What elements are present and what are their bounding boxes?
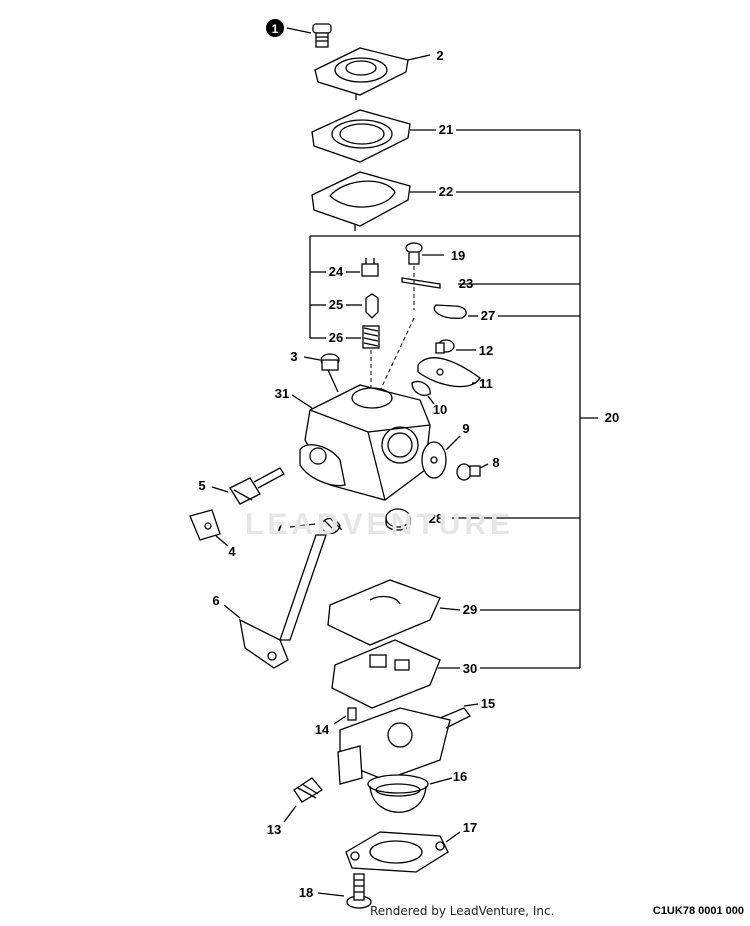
part-22-gasket bbox=[311, 171, 411, 231]
part-14-pin bbox=[347, 707, 357, 721]
callout-label-9: 9 bbox=[462, 421, 469, 436]
part-27-small-gasket bbox=[433, 304, 467, 319]
callout-label-15: 15 bbox=[481, 696, 495, 711]
callout-label-23: 23 bbox=[459, 276, 473, 291]
callout-label-10: 10 bbox=[433, 402, 447, 417]
callout-label-16: 16 bbox=[453, 769, 467, 784]
part-21-diaphragm bbox=[311, 109, 411, 163]
callout-label-12: 12 bbox=[479, 343, 493, 358]
part-4-lever bbox=[189, 509, 221, 541]
part-8-screw bbox=[456, 463, 481, 481]
part-6-throttle-shaft bbox=[239, 534, 327, 669]
callout-label-29: 29 bbox=[463, 602, 477, 617]
part-1-screw bbox=[312, 23, 332, 48]
part-2-pump-cover bbox=[314, 47, 409, 100]
diagram-code: C1UK78 0001 000 bbox=[652, 905, 744, 917]
callout-label-24: 24 bbox=[329, 264, 344, 279]
callout-label-21: 21 bbox=[439, 122, 453, 137]
callout-label-4: 4 bbox=[228, 544, 236, 559]
callout-label-7: 7 bbox=[276, 519, 283, 534]
part-9-diaphragm bbox=[421, 441, 447, 479]
part-26-spring bbox=[362, 325, 380, 349]
callout-label-5: 5 bbox=[198, 478, 205, 493]
callout-label-14: 14 bbox=[315, 722, 330, 737]
callout-label-8: 8 bbox=[492, 455, 499, 470]
part-11-plate bbox=[417, 357, 481, 388]
callout-label-3: 3 bbox=[290, 349, 297, 364]
callout-label-13: 13 bbox=[267, 822, 281, 837]
part-28-cap bbox=[385, 508, 411, 531]
callout-label-6: 6 bbox=[212, 593, 219, 608]
part-7-spring bbox=[319, 517, 343, 535]
callout-label-20: 20 bbox=[605, 410, 619, 425]
part-12-screw bbox=[435, 339, 455, 354]
callout-label-17: 17 bbox=[463, 820, 477, 835]
callout-label-22: 22 bbox=[439, 184, 453, 199]
callout-label-31: 31 bbox=[275, 386, 289, 401]
callout-label-25: 25 bbox=[329, 297, 343, 312]
callout-label-2: 2 bbox=[436, 48, 443, 63]
part-23-lever-pin bbox=[401, 277, 441, 289]
part-31-carburetor-body bbox=[299, 384, 431, 501]
callout-label-27: 27 bbox=[481, 308, 495, 323]
watermark: LEADVENTURE bbox=[245, 508, 515, 541]
callout-label-26: 26 bbox=[329, 330, 343, 345]
part-10-gasket bbox=[411, 380, 431, 396]
part-13-screw bbox=[293, 777, 323, 803]
callout-label-1: 1 bbox=[272, 22, 279, 36]
footer-credit: Rendered by LeadVenture, Inc. bbox=[370, 904, 555, 918]
callout-label-19: 19 bbox=[451, 248, 465, 263]
part-24-needle-lever bbox=[361, 258, 379, 277]
part-17-retainer bbox=[345, 831, 449, 873]
part-25-inlet-needle bbox=[365, 293, 379, 319]
callout-label-18: 18 bbox=[299, 885, 313, 900]
part-5-adjust-screw bbox=[229, 467, 285, 505]
marker-circle bbox=[266, 19, 284, 37]
part-18-screw bbox=[346, 873, 372, 909]
part-29-gasket bbox=[327, 579, 441, 646]
part-15-pump-body bbox=[337, 707, 471, 785]
callout-label-28: 28 bbox=[429, 511, 443, 526]
callout-label-30: 30 bbox=[463, 661, 477, 676]
part-16-primer-bulb bbox=[367, 774, 429, 813]
part-30-metering-diaphragm bbox=[331, 639, 441, 709]
part-3-fitting bbox=[320, 353, 340, 393]
part-19-screw bbox=[405, 242, 423, 265]
callout-label-11: 11 bbox=[479, 376, 493, 391]
